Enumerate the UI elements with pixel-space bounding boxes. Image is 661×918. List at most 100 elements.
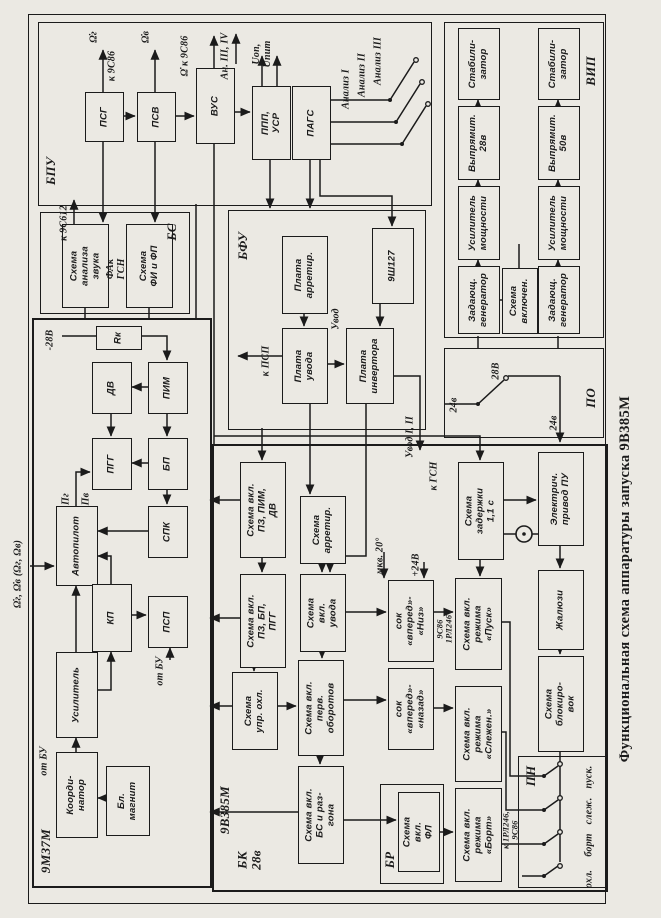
block-power-amp-1: Усилитель мощности [458,186,500,260]
label-text: к 9С612 [58,205,70,241]
label-text: Ω̇в [140,30,152,44]
box-label: сок «вперед»- «Низ» [393,596,427,646]
frame-outer [28,14,606,904]
label-omega-g: Ω̇г [84,24,104,50]
box-label: ПСП [161,611,173,633]
box-label: Электрич. привод ПУ [549,472,571,526]
label-pv: Пв [78,488,94,510]
label-uop-upit: Uоп, Uпит [244,26,280,82]
label-text: мкв. 20° [374,537,386,575]
box-label: Схема упр. охл. [243,689,265,733]
label-text: Ω̇г [88,31,100,43]
label-analiz-2: Анализ II [354,46,369,104]
box-label: Схема вкл. режима «Борт» [461,808,494,862]
region-label-po: ПО [580,376,602,420]
box-label: БП [161,457,173,471]
block-switch-on-circuit: Схема включен. [502,268,538,334]
block-sok-forward-down: сок «вперед»- «Низ» [388,580,434,662]
label-analiz-1: Анализ I [338,60,353,118]
block-pgg: ПГГ [92,438,132,490]
label-from-bu-2: от БУ [36,740,52,782]
label-text: Увод [330,308,342,330]
block-first-revolutions: Схема вкл. перв. оборотов [298,660,344,756]
label-plus-24v: +24В [408,542,424,588]
box-label: ВУС [209,95,221,117]
block-inverter-board: Плата инвертора [346,328,394,404]
label-analiz-3: Анализ III [370,32,385,90]
block-psp: ПСП [148,596,188,648]
region-label-9m37m: 9М37М [34,818,58,884]
block-rectifier-28v: Выпрямит. 28в [458,106,500,180]
label-uvod: Увод [328,298,344,340]
label-text: Uоп, Uпит [251,40,273,68]
block-mode-slezhen: Схема вкл. режима «Слежен.» [455,686,502,782]
block-bs-accel: Схема вкл. БС и раз- гона [298,766,344,864]
block-sw-pz-bp-pgg: Схема вкл. ПЗ, БП, ПГГ [240,574,286,668]
box-label: Схема блокиро- вок [543,681,577,727]
frame-po [444,348,604,438]
label-text: Анализ I [340,69,351,109]
block-mode-pusk: Схема вкл. режима «Пуск» [455,578,502,670]
label-text: Пв [80,492,92,506]
block-uvod-circuit: Схема вкл. увода [300,574,346,652]
box-label: Схема вкл. режима «Слежен.» [461,707,494,761]
block-9sh127: 9Ш127 [372,228,414,304]
label-text: ВИП [583,56,599,86]
box-label: Жалюзи [554,589,566,631]
block-autopilot: Автопилот [56,506,98,586]
label-fak-gsn: ФАк ГСН [105,240,127,298]
block-ppp-usr: ППП, УСР [252,86,291,160]
region-label-br: БР [382,842,398,878]
label-text: 9С86 1РЛ246 [434,614,454,644]
block-uvod-board: Плата увода [282,328,328,404]
box-label: Усилитель [70,667,82,723]
frame-bs [40,212,190,314]
label-text: к ГСН [428,461,440,491]
block-spk: СПК [148,506,188,558]
frame-9m37m [32,318,212,888]
label-omega-v: Ω̇в [136,24,156,50]
label-to-1rl246-9s86: к 1РЛ246, 9С86 [498,788,524,872]
motor-symbol [515,525,533,543]
label-text: ПО [583,387,599,409]
block-stabilizer-2: Стабили- затор [538,28,580,100]
label-text: Ω̇ к 9С86 [179,35,191,77]
box-label: Плата инвертора [358,338,380,394]
label-text: Ω̇г, Ω̇в (Ωг, Ωв) [12,539,24,609]
label-text: ПН [523,765,539,787]
block-kp: КП [92,584,132,652]
block-power-amp-2: Усилитель мощности [538,186,580,260]
label-text: БР [382,851,398,869]
box-label: Автопилот [70,515,82,577]
block-fl-circuit: Схема вкл. ФЛ [398,792,440,872]
block-dv: ДВ [92,362,132,414]
block-bl-magnet: Бл. магнит [106,766,150,836]
label-switch-bort: борт [578,828,600,862]
box-label: ППП, УСР [259,111,282,135]
box-label: Схема вкл. ПЗ, БП, ПГГ [245,594,279,648]
box-label: Схема вкл. режима «Пуск» [461,597,494,651]
block-pags: ПАГС [292,86,331,160]
label-text: борт [583,833,595,857]
box-label: Плата арретир. [293,251,315,299]
block-delay-circuit: Схема задержки 1,1 с [458,462,504,560]
label-from-bu-1: от БУ [152,650,168,692]
block-amplifier: Усилитель [56,652,98,738]
label-to-psp: к ПСП [258,336,274,386]
box-label: Выпрямит. 28в [467,114,489,172]
box-label: Схема вкл. ПЗ, ПИМ, ДВ [245,483,279,537]
block-fi-fp: Схема ФИ и ФП [126,224,173,308]
block-stabilizer-1: Стабили- затор [458,28,500,100]
region-label-bk-28v: БК 28в [230,836,268,884]
label-text: 28В [490,362,502,380]
block-bp: БП [148,438,188,490]
block-sw-pz-pim-dv: Схема вкл. ПЗ, ПИМ, ДВ [240,462,286,558]
frame-bpu [38,22,432,206]
label-pg: Пг [58,488,74,510]
block-master-osc-2: Задающ. генератор [538,266,580,334]
label-text: -28В [44,329,56,351]
box-label: Схема арретир. [311,506,333,554]
box-label: ПСВ [150,106,162,128]
